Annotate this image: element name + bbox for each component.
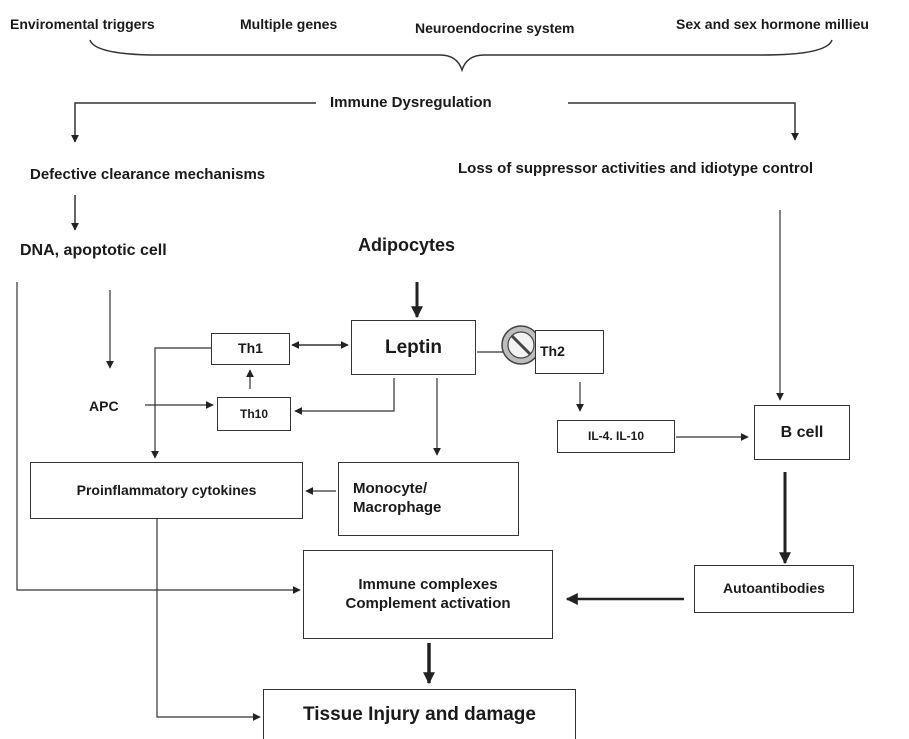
arrow-dna-to-immune-complexes (16, 282, 301, 594)
top-brace (89, 39, 833, 73)
autoantibodies-box: Autoantibodies (694, 565, 854, 613)
dna-apoptotic-label: DNA, apoptotic cell (20, 242, 167, 259)
arrow-dysregulation-to-defective (71, 102, 316, 143)
defective-clearance-label: Defective clearance mechanisms (30, 166, 266, 183)
proinflammatory-box: Proinflammatory cytokines (30, 462, 303, 519)
arrow-th1-to-proinflammatory (151, 347, 211, 459)
autoantibodies-label: Autoantibodies (723, 580, 825, 597)
factor-multiple-genes: Multiple genes (240, 16, 338, 32)
th2-label: Th2 (540, 343, 565, 360)
il4-il10-label: IL-4. IL-10 (587, 429, 644, 443)
b-cell-label: B cell (780, 423, 824, 441)
apc-label: APC (89, 398, 119, 414)
b-cell-box: B cell (754, 405, 850, 460)
th2-box: Th2 (535, 330, 604, 374)
monocyte-label: Monocyte/ (353, 480, 428, 498)
immune-complexes-box: Immune complexes Complement activation (303, 550, 553, 639)
factor-neuroendocrine: Neuroendocrine system (415, 20, 575, 36)
immune-complexes-label: Immune complexes (358, 575, 498, 593)
factor-sex-hormone: Sex and sex hormone millieu (676, 16, 869, 32)
loss-of-suppressor-label: Loss of suppressor activities and idioty… (458, 160, 814, 177)
arrow-leptin-to-th10 (294, 378, 395, 415)
th1-label: Th1 (238, 340, 263, 357)
immune-dysregulation-label: Immune Dysregulation (330, 94, 492, 111)
macrophage-label: Macrophage (353, 499, 442, 516)
complement-activation-label: Complement activation (345, 594, 511, 612)
adipocytes-label: Adipocytes (358, 235, 456, 255)
th1-box: Th1 (211, 333, 290, 365)
il4-il10-box: IL-4. IL-10 (557, 420, 675, 453)
tissue-injury-box: Tissue Injury and damage (263, 689, 576, 739)
proinflammatory-label: Proinflammatory cytokines (76, 481, 257, 498)
arrow-proinflammatory-to-tissue (156, 519, 261, 721)
th10-label: Th10 (239, 406, 268, 421)
tissue-injury-label: Tissue Injury and damage (302, 704, 536, 725)
arrow-dysregulation-to-loss (568, 102, 799, 141)
leptin-label: Leptin (385, 336, 442, 358)
leptin-box: Leptin (351, 320, 476, 375)
blocked-sign-icon (501, 325, 541, 365)
monocyte-macrophage-box: Monocyte/ Macrophage (338, 462, 519, 536)
th10-box: Th10 (217, 397, 291, 431)
factor-environmental: Enviromental triggers (10, 16, 155, 32)
